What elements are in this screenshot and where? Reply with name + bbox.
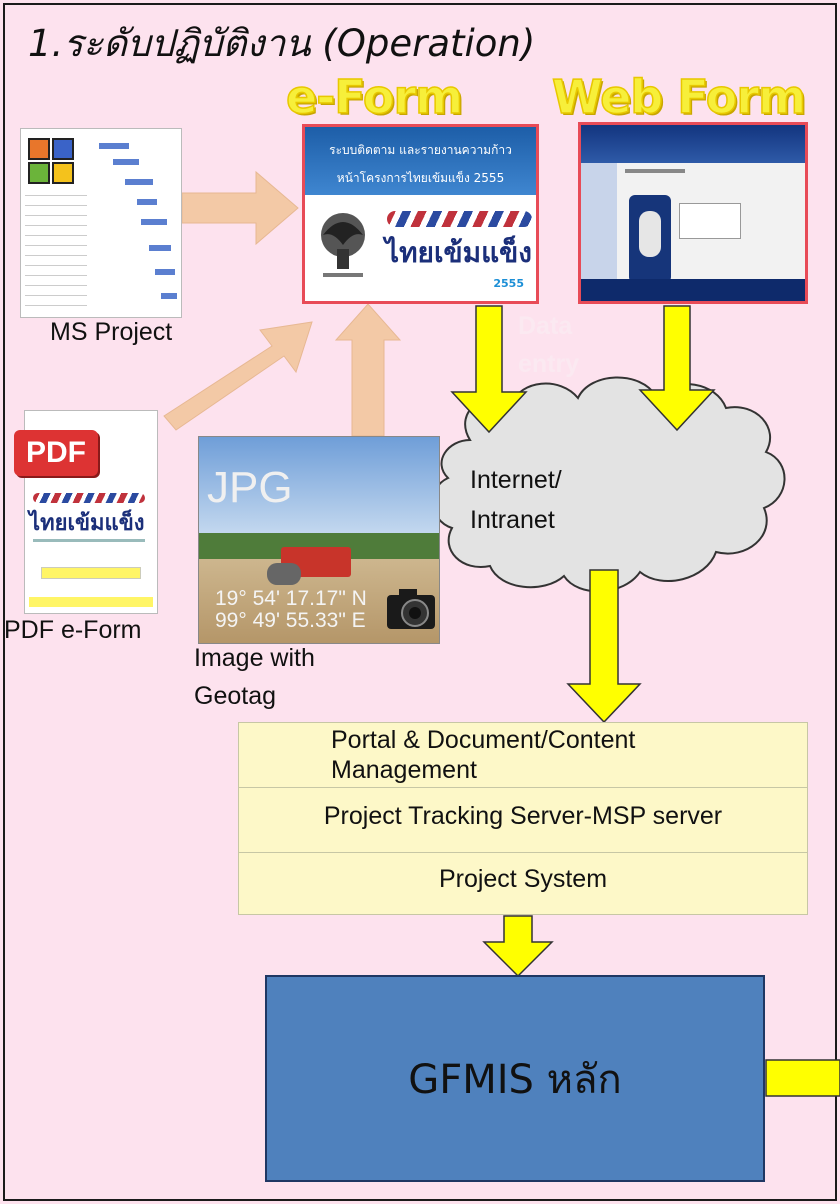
webform-device-image bbox=[629, 195, 671, 283]
layer-project-tracking-label: Project Tracking Server-MSP server bbox=[323, 802, 723, 830]
webform-heading: Web Form bbox=[551, 69, 807, 125]
layer-project-system-label: Project System bbox=[438, 865, 608, 893]
eform-brand: ไทยเข้มแข็ง bbox=[385, 236, 532, 269]
garuda-seal-icon bbox=[321, 213, 365, 277]
page-title: 1.ระดับปฏิบัติงาน (Operation) bbox=[28, 22, 536, 65]
webform-footer bbox=[581, 279, 805, 301]
arrow-webform-to-cloud bbox=[638, 305, 716, 432]
arrow-jpg-to-eform bbox=[334, 303, 402, 437]
geotag-longitude: 99° 49' 55.33" E bbox=[215, 609, 366, 632]
gfmis-label: GFMIS หลัก bbox=[408, 1056, 622, 1103]
webform-sidebar bbox=[581, 163, 617, 279]
diagram-frame bbox=[3, 3, 837, 1201]
arrow-pdf-to-eform bbox=[163, 321, 313, 431]
pdf-label: PDF e-Form bbox=[4, 616, 142, 644]
gfmis-block: GFMIS หลัก bbox=[265, 975, 765, 1182]
webform-screenshot bbox=[578, 122, 808, 304]
webform-body bbox=[617, 163, 805, 283]
arrow-eform-to-cloud bbox=[450, 305, 528, 434]
layer-portal: Portal & Document/Content Management bbox=[238, 722, 808, 788]
eform-banner: ระบบติดตาม และรายงานความก้าว หน้าโครงการ… bbox=[305, 127, 536, 195]
cloud-label-line2: Intranet bbox=[470, 506, 555, 534]
arrow-gfmis-right bbox=[765, 1059, 840, 1097]
jpg-label-line1: Image with bbox=[194, 644, 315, 672]
geotag-latitude: 19° 54' 17.17" N bbox=[215, 587, 367, 610]
eform-screenshot: ระบบติดตาม และรายงานความก้าว หน้าโครงการ… bbox=[302, 124, 539, 304]
msproject-thumbnail bbox=[20, 128, 182, 318]
data-entry-line2: entry bbox=[518, 350, 580, 378]
eform-banner-line2: หน้าโครงการไทยเข้มแข็ง 2555 bbox=[336, 171, 505, 185]
layer-project-system: Project System bbox=[238, 852, 808, 915]
jpg-badge: JPG bbox=[207, 463, 293, 512]
pdf-brand: ไทยเข้มแข็ง bbox=[29, 511, 145, 536]
webform-login-box bbox=[679, 203, 741, 239]
eform-banner-line1: ระบบติดตาม และรายงานความก้าว bbox=[329, 143, 512, 157]
arrow-cloud-to-portal bbox=[566, 569, 642, 724]
layer-portal-line2: Management bbox=[331, 756, 477, 784]
msproject-logo-icon bbox=[28, 138, 74, 184]
camera-icon bbox=[387, 589, 435, 629]
layer-project-tracking: Project Tracking Server-MSP server bbox=[238, 787, 808, 853]
data-entry-line1: Data bbox=[518, 312, 573, 340]
arrow-msproject-to-eform bbox=[181, 170, 299, 246]
pdf-icon: PDF bbox=[14, 430, 98, 476]
eform-year: 2555 bbox=[493, 277, 524, 290]
thai-flag-ribbon bbox=[387, 211, 532, 227]
webform-header bbox=[581, 125, 805, 163]
cloud-label-line1: Internet/ bbox=[470, 466, 562, 494]
msproject-label: MS Project bbox=[50, 318, 173, 346]
arrow-system-to-gfmis bbox=[482, 915, 554, 978]
geotag-photo: JPG 19° 54' 17.17" N 99° 49' 55.33" E bbox=[198, 436, 440, 644]
eform-heading: e-Form bbox=[285, 69, 464, 125]
jpg-label-line2: Geotag bbox=[194, 682, 277, 710]
layer-portal-line1: Portal & Document/Content bbox=[331, 726, 636, 754]
internet-cloud bbox=[431, 376, 786, 593]
